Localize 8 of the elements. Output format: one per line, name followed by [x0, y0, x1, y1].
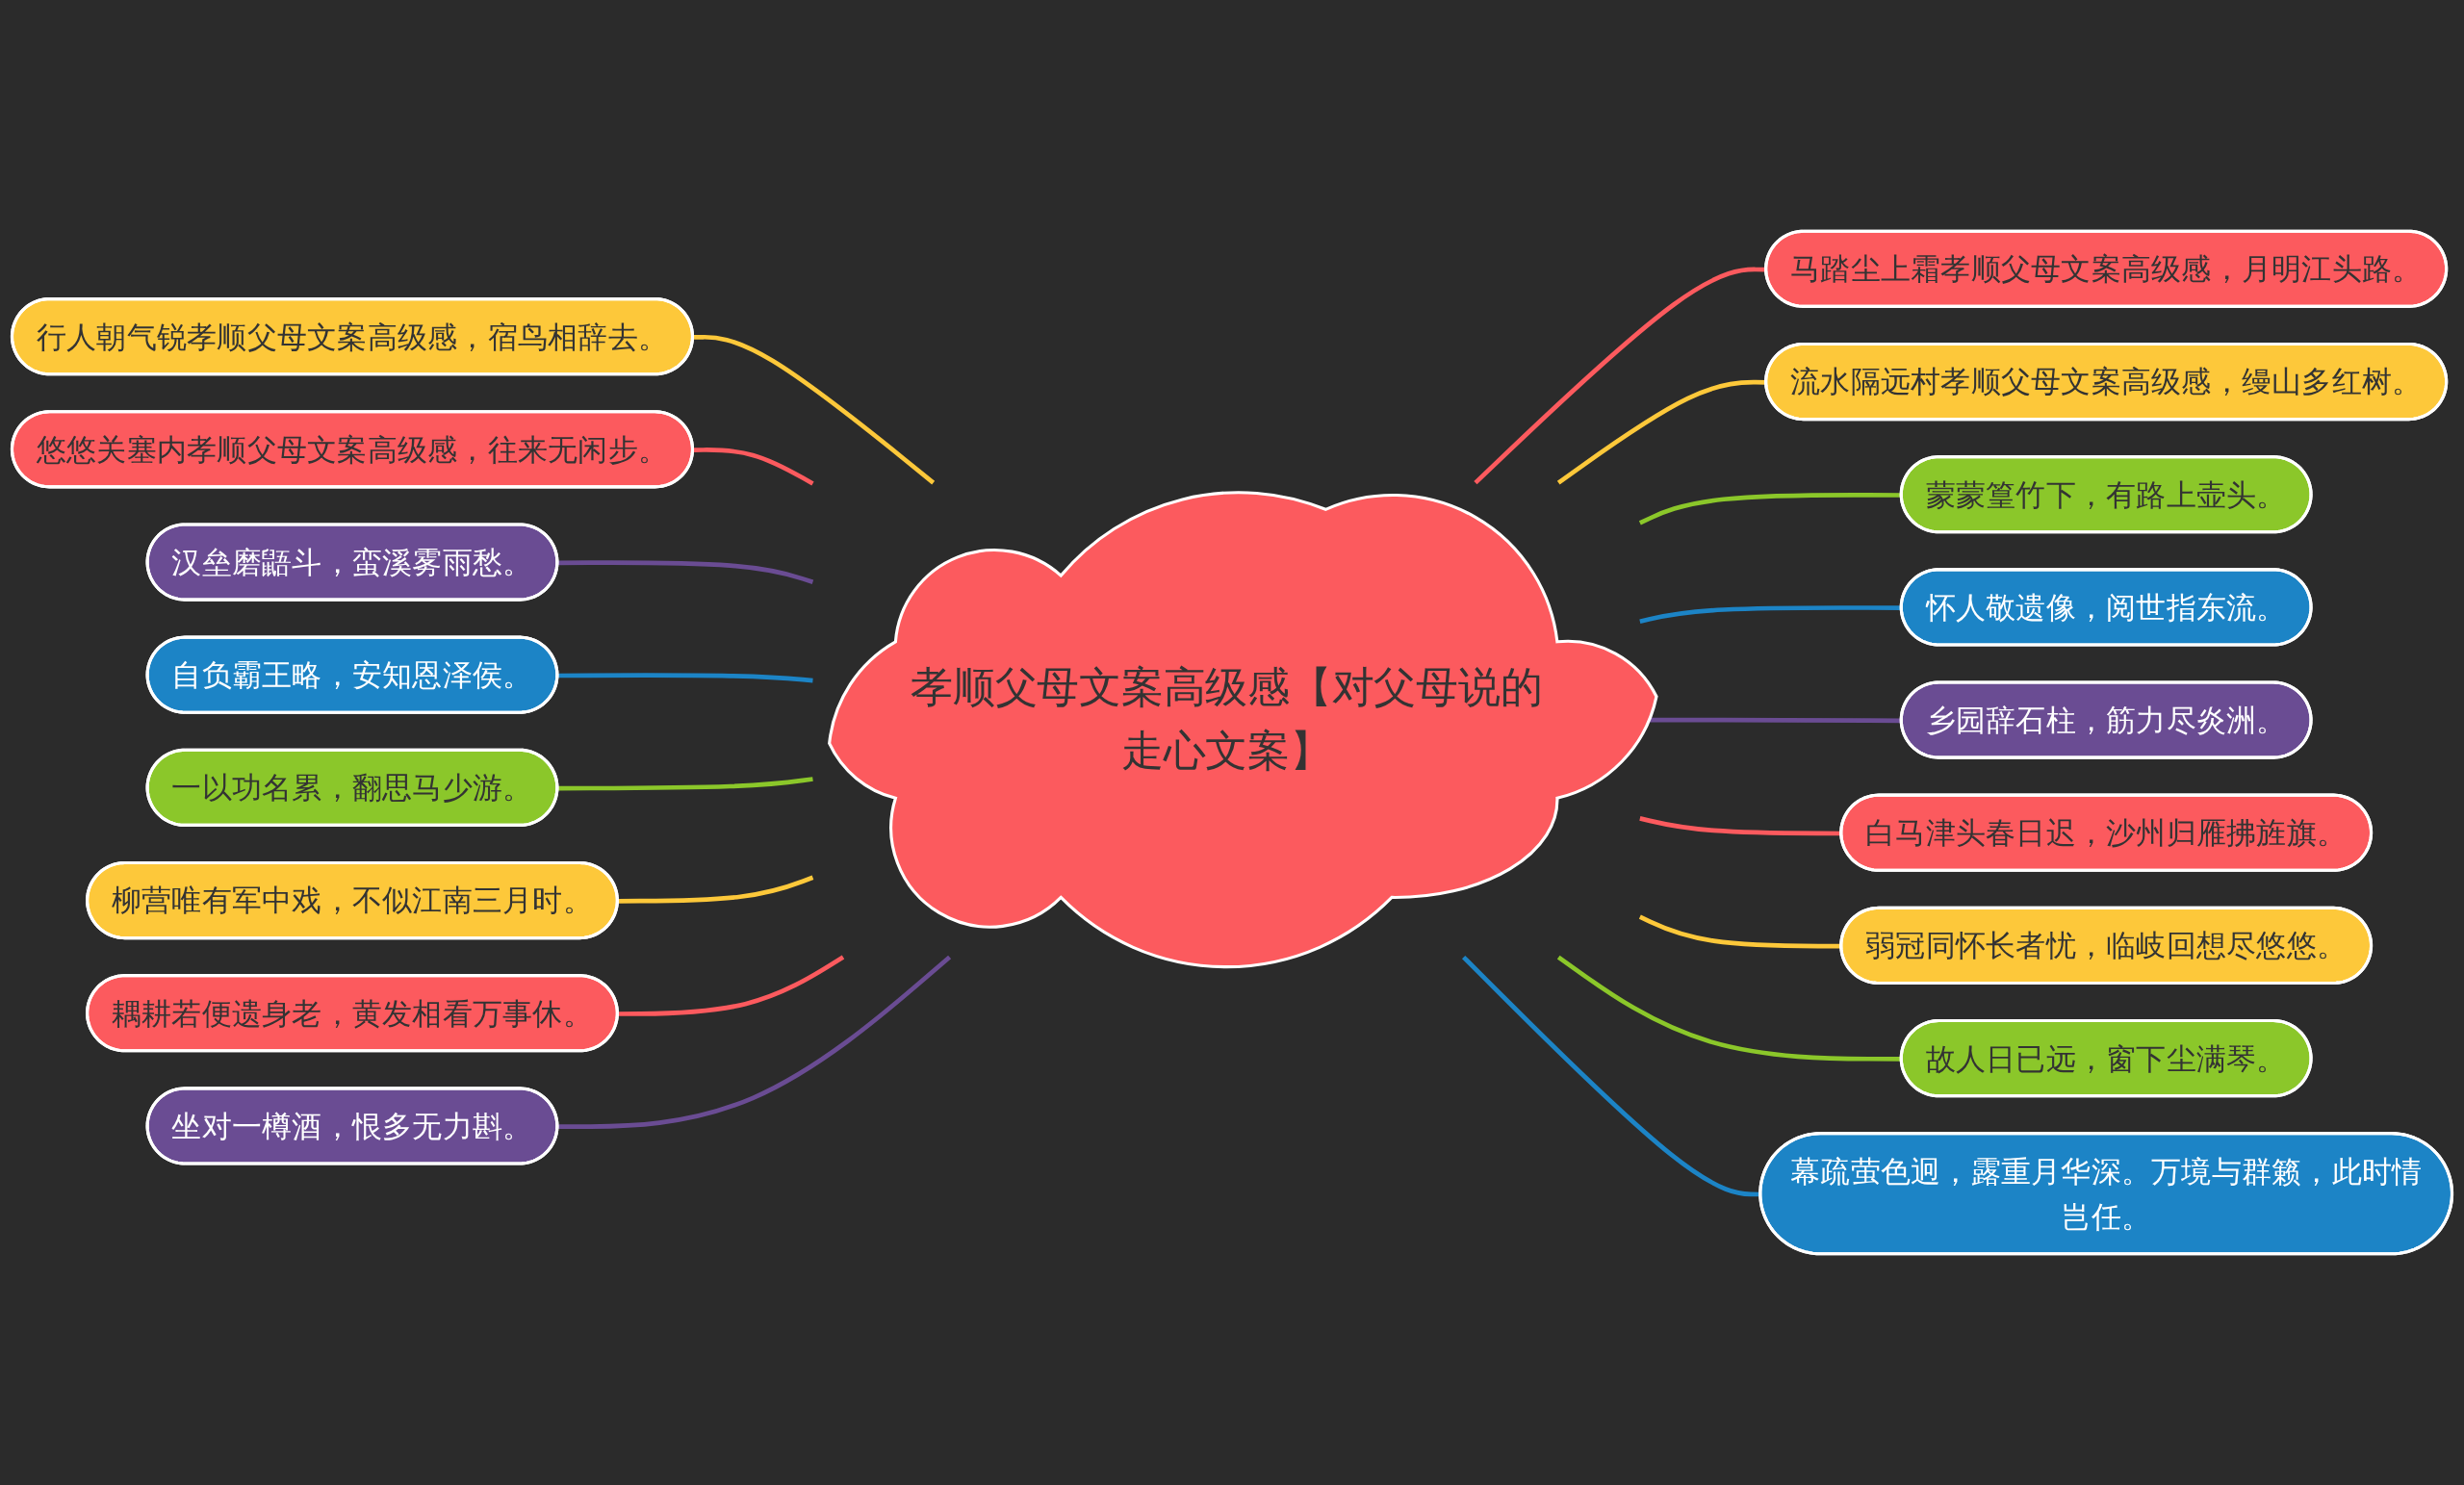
connector	[557, 673, 813, 683]
connector	[557, 955, 952, 1130]
connector	[557, 777, 813, 791]
connector	[618, 955, 845, 1016]
connector	[618, 875, 814, 904]
connector	[557, 560, 814, 585]
connector	[693, 448, 814, 486]
connector	[693, 334, 936, 485]
